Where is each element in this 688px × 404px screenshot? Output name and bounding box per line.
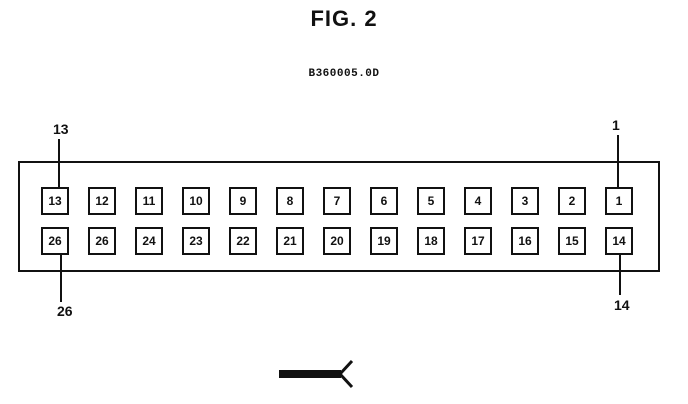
pin-row-bottom: 26 26 24 23 22 21 20 19 18 17 16 15 14	[41, 227, 651, 255]
pin-top-1: 13	[41, 187, 69, 215]
leader-line-bottom-left	[60, 252, 62, 302]
pin-bottom-7: 20	[323, 227, 351, 255]
pin-bottom-13: 14	[605, 227, 633, 255]
pin-bottom-5: 22	[229, 227, 257, 255]
pin-top-2: 12	[88, 187, 116, 215]
callout-label-bottom-left: 26	[57, 303, 73, 319]
pin-top-9: 5	[417, 187, 445, 215]
pin-bottom-4: 23	[182, 227, 210, 255]
pin-top-5: 9	[229, 187, 257, 215]
pin-bottom-11: 16	[511, 227, 539, 255]
callout-label-top-right: 1	[612, 117, 620, 133]
pin-bottom-9: 18	[417, 227, 445, 255]
figure-title: FIG. 2	[310, 6, 378, 31]
pin-top-12: 2	[558, 187, 586, 215]
pin-top-8: 6	[370, 187, 398, 215]
pin-bottom-1: 26	[41, 227, 69, 255]
pin-top-10: 4	[464, 187, 492, 215]
pin-top-11: 3	[511, 187, 539, 215]
pin-bottom-12: 15	[558, 227, 586, 255]
callout-label-bottom-right: 14	[614, 297, 630, 313]
pin-top-13: 1	[605, 187, 633, 215]
figure-code: B360005.0D	[308, 68, 380, 80]
pin-bottom-8: 19	[370, 227, 398, 255]
pin-bottom-3: 24	[135, 227, 163, 255]
callout-label-top-left: 13	[53, 121, 69, 137]
pin-top-4: 10	[182, 187, 210, 215]
pin-bottom-2: 26	[88, 227, 116, 255]
pin-bottom-10: 17	[464, 227, 492, 255]
pin-top-3: 11	[135, 187, 163, 215]
leader-line-bottom-right	[619, 252, 621, 295]
pin-bottom-6: 21	[276, 227, 304, 255]
leader-line-top-left	[58, 139, 60, 187]
pin-top-7: 7	[323, 187, 351, 215]
pin-top-6: 8	[276, 187, 304, 215]
